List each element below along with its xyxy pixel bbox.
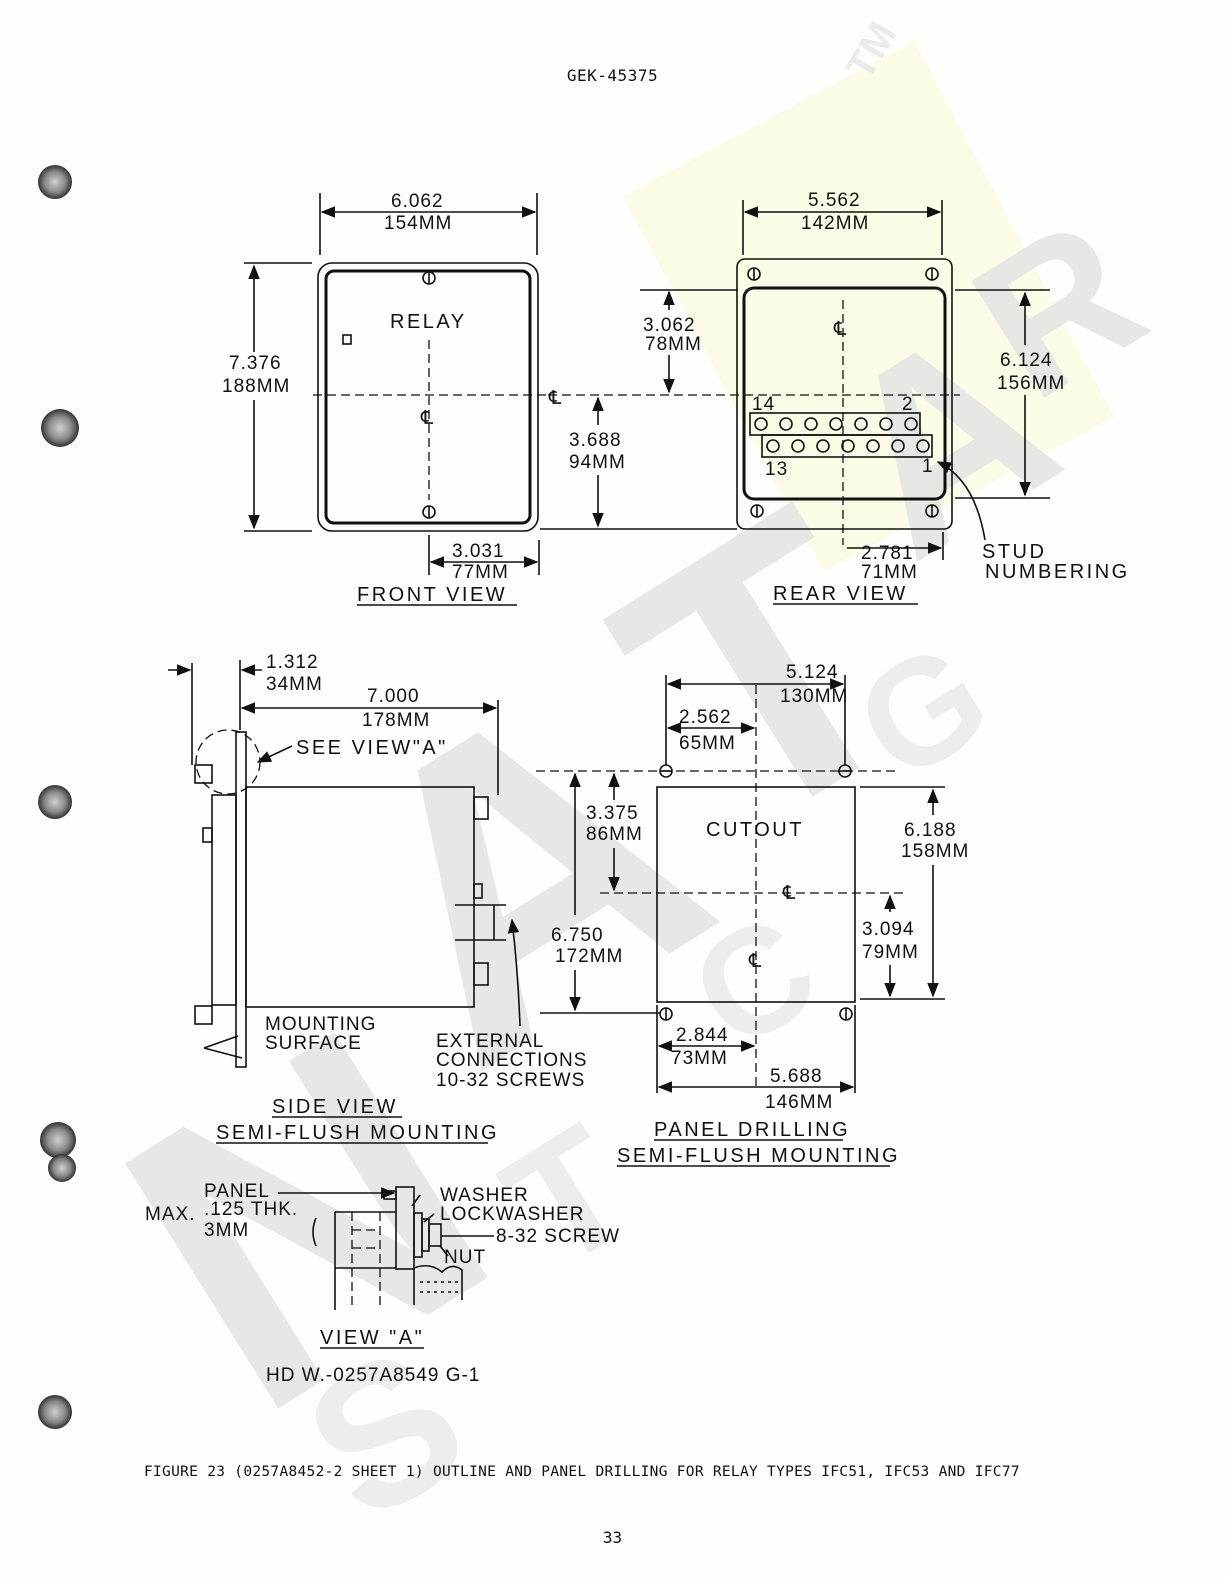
- stud-row-top: [754, 417, 918, 431]
- stud-numbering-label-1: STUD: [982, 541, 1046, 563]
- side-depth-in: 7.000: [367, 686, 420, 707]
- view-a-lockwasher: LOCKWASHER: [440, 1204, 584, 1225]
- panel-top-half-mm: 65MM: [679, 733, 736, 754]
- panel-bottom-half-mm: 73MM: [671, 1048, 728, 1069]
- document-number: GEK-45375: [566, 66, 659, 85]
- panel-right-height-in: 6.188: [904, 820, 957, 841]
- side-depth-mm: 178MM: [362, 710, 430, 731]
- rear-lower-mm: 94MM: [569, 452, 626, 473]
- hardware-number: HD W.-0257A8549 G-1: [266, 1365, 480, 1386]
- side-front-depth-mm: 34MM: [266, 674, 323, 695]
- watermark: N A T A R S T C G TM: [54, 15, 1179, 1564]
- side-front-depth-in: 1.312: [266, 652, 319, 673]
- cutout-label: CUTOUT: [706, 819, 804, 841]
- front-view: [244, 193, 548, 606]
- see-view-a-label: SEE VIEW"A": [296, 737, 448, 759]
- view-a-thickness-mm: 3MM: [204, 1220, 249, 1241]
- side-view-title-2: SEMI-FLUSH MOUNTING: [216, 1122, 499, 1144]
- stud-14: 14: [752, 394, 775, 415]
- front-width-in: 6.062: [391, 191, 444, 212]
- front-width-mm: 154MM: [384, 213, 452, 234]
- panel-drilling-title-1: PANEL DRILLING: [654, 1119, 850, 1141]
- view-a-title: VIEW "A": [320, 1327, 424, 1349]
- panel-drilling-title-2: SEMI-FLUSH MOUNTING: [617, 1145, 900, 1167]
- stud-1: 1: [922, 456, 934, 477]
- figure-caption: FIGURE 23 (0257A8452-2 SHEET 1) OUTLINE …: [144, 1464, 1020, 1480]
- front-height-mm: 188MM: [222, 376, 290, 397]
- view-a-thickness: .125 THK.: [204, 1199, 298, 1220]
- rear-view: [540, 200, 1050, 605]
- rear-offset-mm: 71MM: [861, 562, 918, 583]
- panel-drilling: [536, 675, 945, 1167]
- mounting-surface-label-1: MOUNTING: [265, 1014, 376, 1035]
- panel-right-height-mm: 158MM: [901, 841, 969, 862]
- rear-upper-in: 3.062: [643, 315, 696, 336]
- stud-13: 13: [765, 459, 788, 480]
- mid-centerline-symbol: ℄: [548, 388, 562, 409]
- stud-row-bottom: [766, 439, 930, 453]
- panel-total-height-in: 6.750: [551, 925, 604, 946]
- side-view-title-1: SIDE VIEW: [272, 1096, 398, 1118]
- view-a-screw: 8-32 SCREW: [496, 1226, 620, 1247]
- panel-bottom-width-in: 5.688: [770, 1066, 823, 1087]
- stud-numbering-label-2: NUMBERING: [985, 561, 1130, 583]
- external-connections-label-2: CONNECTIONS: [436, 1050, 587, 1071]
- view-a-nut: NUT: [444, 1247, 486, 1268]
- rear-height-in: 6.124: [1000, 350, 1053, 371]
- front-half-width-mm: 77MM: [452, 562, 509, 583]
- side-view: [168, 660, 521, 1144]
- stud-2: 2: [902, 394, 914, 415]
- mounting-surface-label-2: SURFACE: [265, 1033, 362, 1054]
- panel-total-height-mm: 172MM: [555, 946, 623, 967]
- view-a-washer: WASHER: [440, 1185, 529, 1206]
- front-half-width-in: 3.031: [452, 541, 505, 562]
- relay-label: RELAY: [390, 311, 467, 333]
- view-a-max-label: MAX.: [145, 1204, 195, 1225]
- panel-top-width-in: 5.124: [786, 662, 839, 683]
- rear-centerline-symbol: ℄: [833, 319, 847, 340]
- panel-upper-mm: 86MM: [586, 824, 643, 845]
- front-centerline-symbol: ℄: [420, 408, 434, 429]
- external-connections-label-1: EXTERNAL: [436, 1031, 544, 1052]
- view-a-panel-label: PANEL: [204, 1181, 270, 1202]
- rear-offset-in: 2.781: [861, 543, 914, 564]
- front-view-title: FRONT VIEW: [357, 584, 507, 606]
- panel-right-lower-mm: 79MM: [862, 942, 919, 963]
- rear-lower-in: 3.688: [569, 430, 622, 451]
- panel-right-lower-in: 3.094: [862, 919, 915, 940]
- rear-width-mm: 142MM: [801, 213, 869, 234]
- rear-width-in: 5.562: [808, 190, 861, 211]
- panel-bottom-half-in: 2.844: [676, 1025, 729, 1046]
- front-height-in: 7.376: [229, 353, 282, 374]
- panel-centerline-symbol-lower: ℄: [748, 951, 762, 972]
- panel-top-width-mm: 130MM: [780, 686, 848, 707]
- binder-holes: [38, 165, 79, 1429]
- view-a: [278, 1186, 494, 1349]
- rear-height-mm: 156MM: [997, 373, 1065, 394]
- rear-view-title: REAR VIEW: [773, 583, 908, 605]
- panel-bottom-width-mm: 146MM: [765, 1092, 833, 1113]
- panel-centerline-symbol: ℄: [782, 883, 796, 904]
- panel-upper-in: 3.375: [586, 803, 639, 824]
- external-connections-label-3: 10-32 SCREWS: [436, 1070, 585, 1091]
- panel-top-half-in: 2.562: [679, 707, 732, 728]
- rear-upper-mm: 78MM: [645, 334, 702, 355]
- page-number: 33: [602, 1528, 623, 1547]
